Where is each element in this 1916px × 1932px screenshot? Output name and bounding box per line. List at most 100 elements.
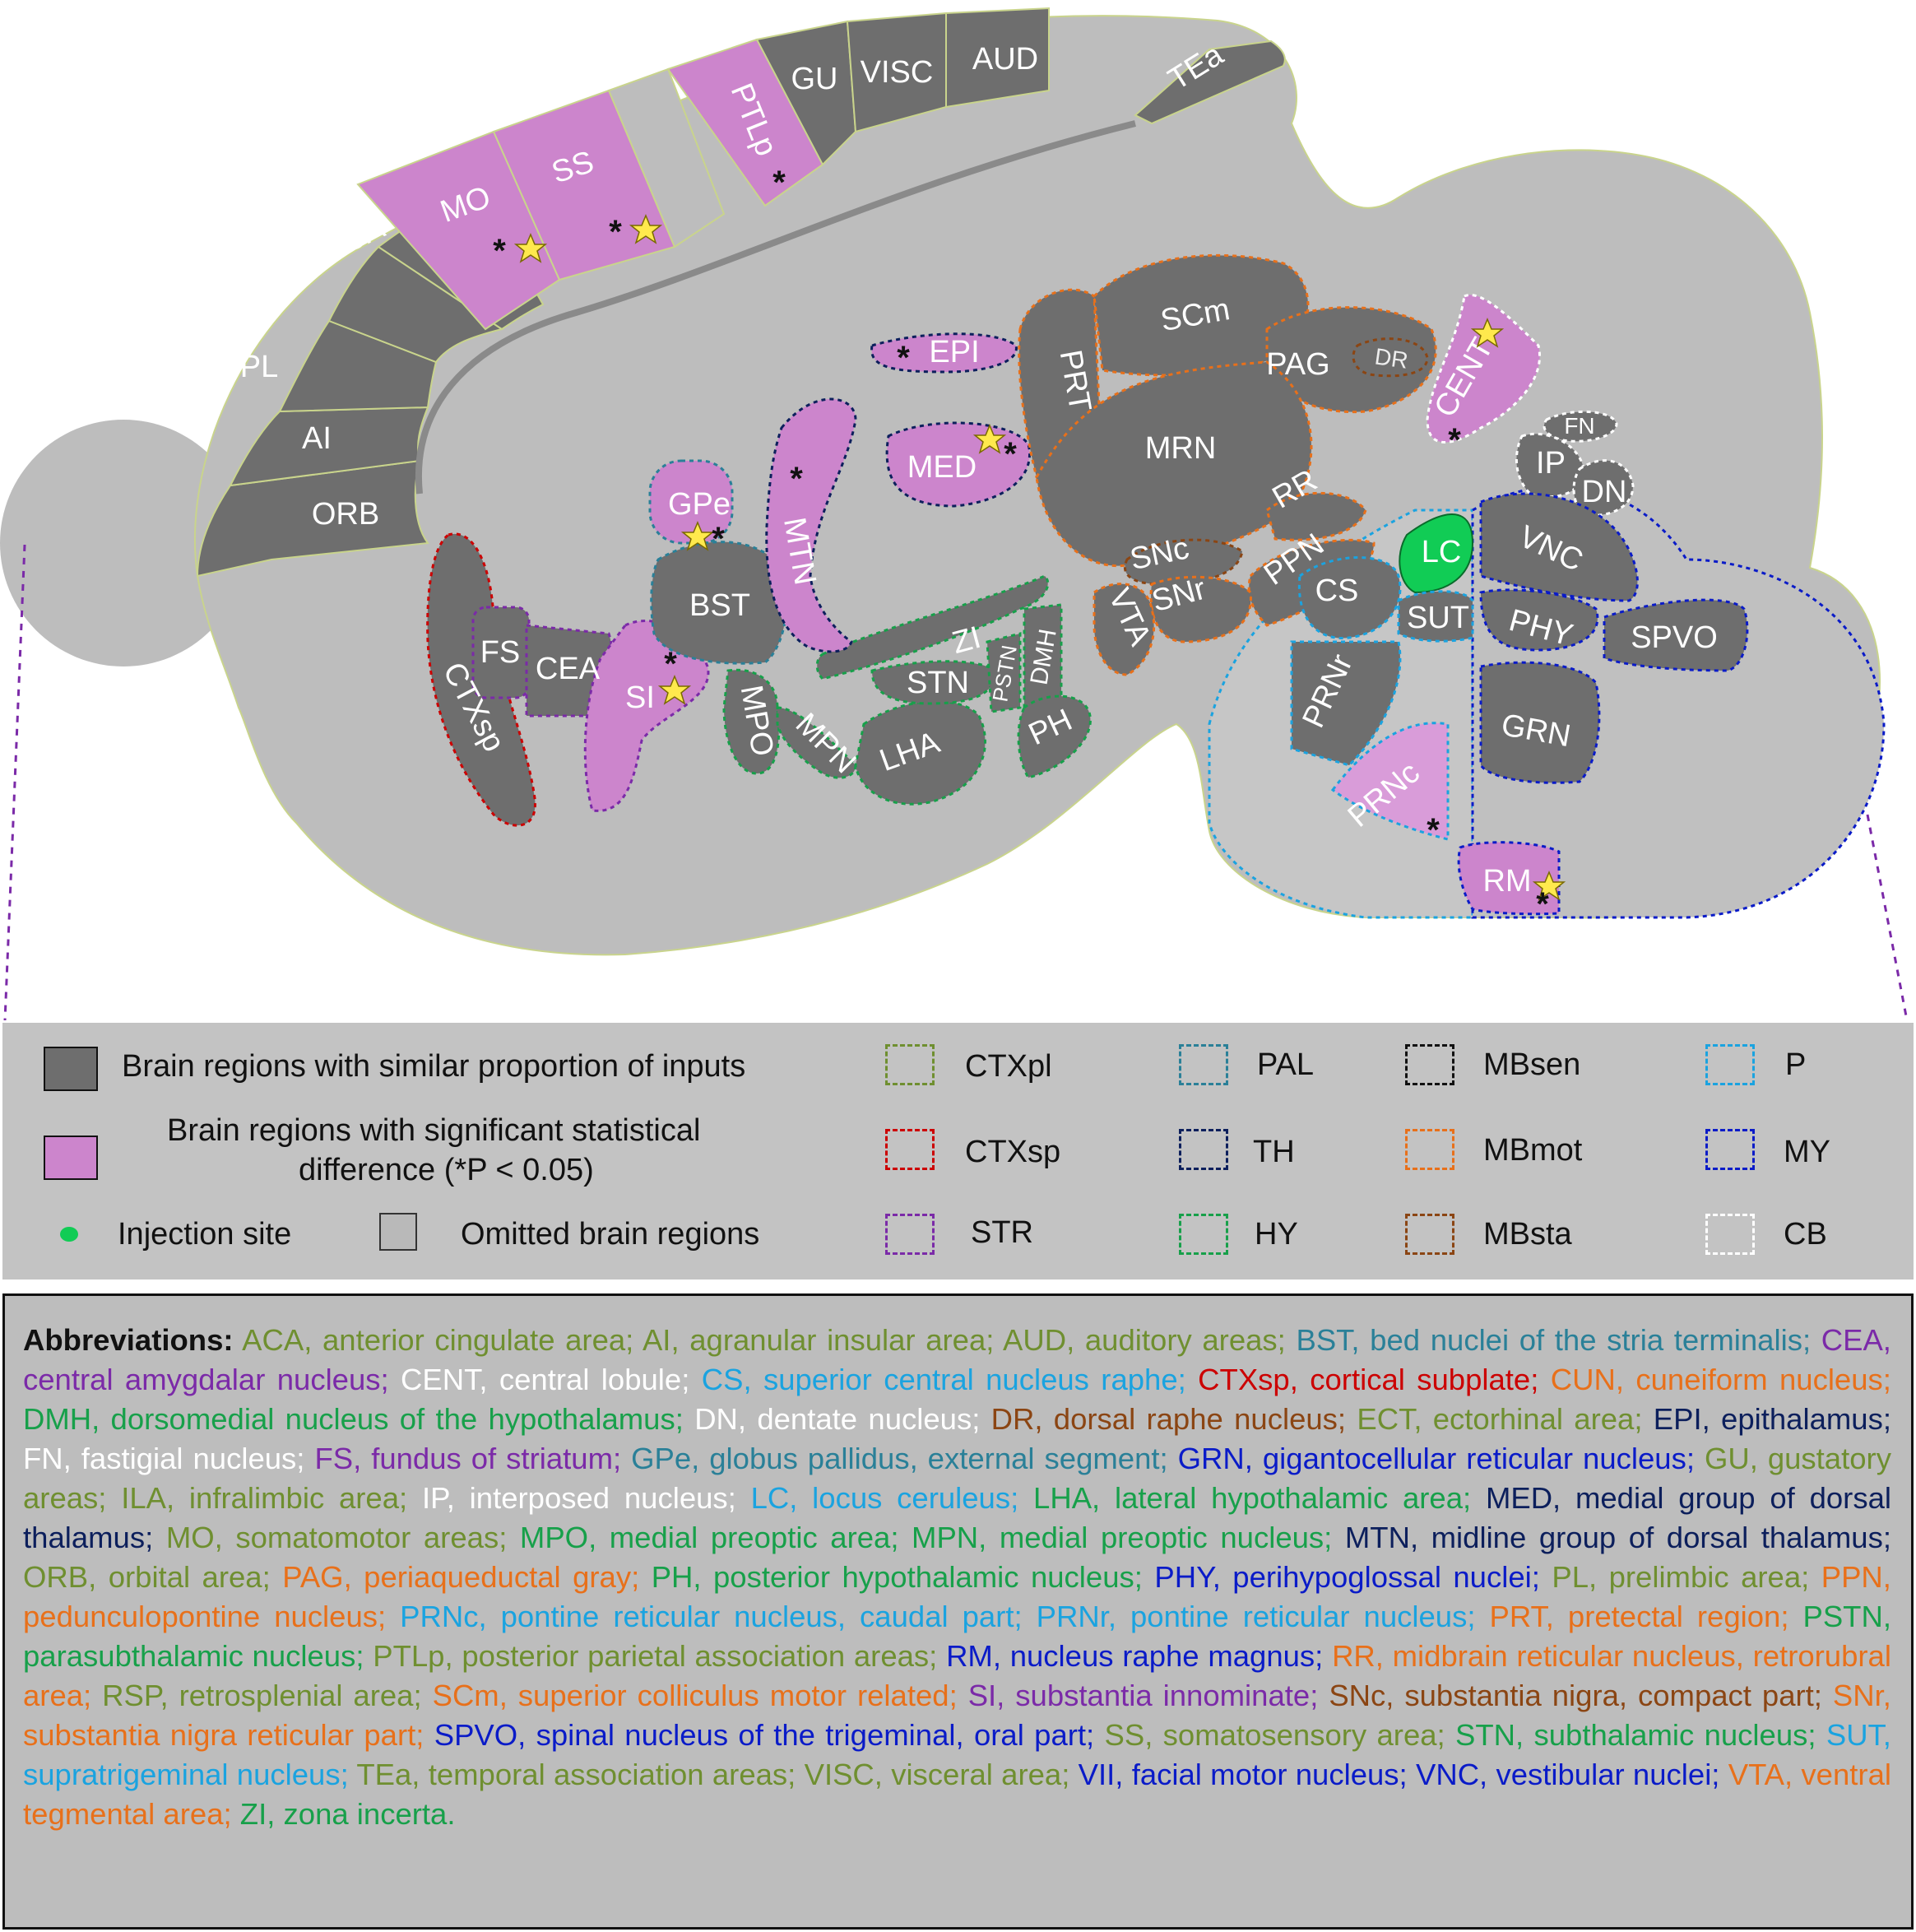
projection-line-right <box>1866 814 1909 1020</box>
region-PSTN <box>986 632 1022 713</box>
legend-label-similar: Brain regions with similar proportion of… <box>122 1049 746 1084</box>
abbreviation-entry: RSP, retrosplenial area; <box>102 1679 422 1712</box>
label-ORB: ORB <box>312 497 379 532</box>
legend-label-CTXpl: CTXpl <box>965 1049 1052 1084</box>
label-SUT: SUT <box>1407 601 1469 635</box>
abbreviation-entry: AUD, auditory areas; <box>1003 1323 1286 1357</box>
region-FN <box>1543 410 1618 443</box>
abbreviation-entry: PH, posterior hypothalamic nucleus; <box>651 1560 1143 1594</box>
abbreviation-entry: SUT, supratrigeminal nucleus; <box>23 1718 1891 1791</box>
region-DR <box>1352 337 1429 378</box>
region-SNc <box>1124 538 1244 586</box>
abbreviation-entry: RM, nucleus raphe magnus; <box>946 1639 1324 1673</box>
legend-label-PAL: PAL <box>1257 1047 1315 1082</box>
label-MRN: MRN <box>1145 431 1217 466</box>
abbreviation-entry: VNC, vestibular nuclei; <box>1415 1758 1720 1791</box>
legend-label-P: P <box>1785 1047 1807 1082</box>
legend-swatch-MY <box>1705 1129 1755 1170</box>
region-AUD <box>945 7 1050 109</box>
abbreviation-entry: GU, gustatory areas; <box>23 1442 1891 1515</box>
label-EPI: EPI <box>929 335 979 369</box>
label-PL: PL <box>240 350 278 384</box>
legend-swatch-CTXsp <box>885 1129 935 1170</box>
label-VISC: VISC <box>861 55 934 90</box>
region-MTN <box>765 397 857 653</box>
abbreviation-entry: PSTN, parasubthalamic nucleus; <box>23 1600 1891 1673</box>
label-IP: IP <box>1536 446 1566 481</box>
brain-sagittal-diagram: GU VISC AUD TEa PTLp SS MO ACA ILA PL AI… <box>0 7 1909 1020</box>
region-omitted-band <box>607 67 726 248</box>
asterisk-SI: * <box>664 646 677 682</box>
abbreviation-entry: CUN, cuneiform nucleus; <box>1550 1363 1891 1396</box>
asterisk-MO: * <box>493 233 506 269</box>
region-SCm <box>1093 253 1310 377</box>
abbreviation-entry: VII, facial motor nucleus; <box>1078 1758 1408 1791</box>
abbreviation-entry: PHY, perihypoglossal nuclei; <box>1154 1560 1540 1594</box>
star-RM <box>1532 871 1566 901</box>
region-GRN <box>1479 661 1601 784</box>
asterisk-RM: * <box>1536 886 1549 922</box>
legend-swatch-CB <box>1705 1214 1755 1255</box>
abbreviation-entry: DR, dorsal raphe nucleus; <box>990 1402 1347 1436</box>
abbreviations-box: Abbreviations: ACA, anterior cingulate a… <box>2 1293 1914 1930</box>
abbreviation-entry: ORB, orbital area; <box>23 1560 271 1594</box>
label-STN: STN <box>907 666 969 700</box>
region-FS <box>471 606 531 699</box>
label-AUD: AUD <box>972 42 1038 77</box>
legend-label-CTXsp: CTXsp <box>965 1135 1061 1169</box>
significance-markers: * * * * * * * * * * * <box>493 165 1566 922</box>
abbreviation-entry: PPN, pedunculopontine nucleus; <box>23 1560 1891 1633</box>
region-CS <box>1297 556 1402 640</box>
abbreviation-entry: CENT, central lobule; <box>401 1363 690 1396</box>
label-MED: MED <box>907 450 977 485</box>
label-AI: AI <box>302 421 332 456</box>
asterisk-PRNc: * <box>1427 812 1440 848</box>
cortex-strip <box>196 7 1286 578</box>
legend-swatch-PAL <box>1179 1044 1228 1085</box>
legend-swatch-MBmot <box>1405 1129 1454 1170</box>
olfactory-bulb-shape <box>0 420 247 666</box>
abbreviation-entry: IP, interposed nucleus; <box>421 1481 736 1515</box>
abbreviation-entry: AI, agranular insular area; <box>642 1323 995 1357</box>
legend-label-MBsen: MBsen <box>1483 1047 1581 1082</box>
legend-label-significant-line2: difference (*P < 0.05) <box>299 1153 594 1187</box>
abbreviation-entry: STN, subthalamic nucleus; <box>1455 1718 1816 1752</box>
abbreviations-title: Abbreviations: <box>23 1323 234 1357</box>
legend-label-MY: MY <box>1784 1135 1830 1169</box>
label-SI: SI <box>625 680 655 715</box>
projection-line-left <box>3 544 26 1020</box>
region-EPI <box>870 332 1018 374</box>
label-CEA: CEA <box>536 652 601 686</box>
label-DN: DN <box>1582 475 1627 509</box>
asterisk-GPe: * <box>712 521 725 557</box>
region-IP <box>1515 432 1585 499</box>
abbreviation-entry: LC, locus ceruleus; <box>750 1481 1019 1515</box>
abbreviation-entry: CS, superior central nucleus raphe; <box>701 1363 1186 1396</box>
abbreviations-entries: ACA, anterior cingulate area; AI, agranu… <box>23 1323 1891 1831</box>
legend-label-injection: Injection site <box>118 1217 292 1252</box>
legend-swatch-omitted <box>379 1213 417 1251</box>
label-LC: LC <box>1422 535 1462 569</box>
abbreviation-entry: SNc, substantia nigra, compact part; <box>1329 1679 1822 1712</box>
star-MO <box>513 233 548 263</box>
abbreviation-entry: PRT, pretectal region; <box>1489 1600 1789 1633</box>
abbreviation-entry: FS, fundus of striatum; <box>314 1442 622 1475</box>
asterisk-MTN: * <box>790 461 803 497</box>
abbreviation-entry: EPI, epithalamus; <box>1653 1402 1891 1436</box>
legend-swatch-HY <box>1179 1214 1228 1255</box>
region-VNC <box>1479 492 1639 602</box>
region-PRNc <box>1330 722 1450 841</box>
abbreviation-entry: MTN, midline group of dorsal thalamus; <box>1344 1521 1891 1554</box>
abbreviation-entry: TEa, temporal association areas; <box>356 1758 796 1791</box>
abbreviation-entry: PTLp, posterior parietal association are… <box>373 1639 938 1673</box>
region-RR <box>1265 491 1367 541</box>
abbreviation-entry: ECT, ectorhinal area; <box>1357 1402 1643 1436</box>
abbreviation-entry: MPN, medial preoptic nucleus; <box>912 1521 1333 1554</box>
abbreviation-entry: GPe, globus pallidus, external segment; <box>631 1442 1168 1475</box>
legend-label-MBmot: MBmot <box>1483 1133 1583 1168</box>
region-SNr <box>1149 575 1252 643</box>
star-SI <box>657 675 692 705</box>
region-MPO <box>722 668 781 775</box>
legend-swatch-significant <box>44 1136 98 1180</box>
star-GPe <box>680 521 715 551</box>
